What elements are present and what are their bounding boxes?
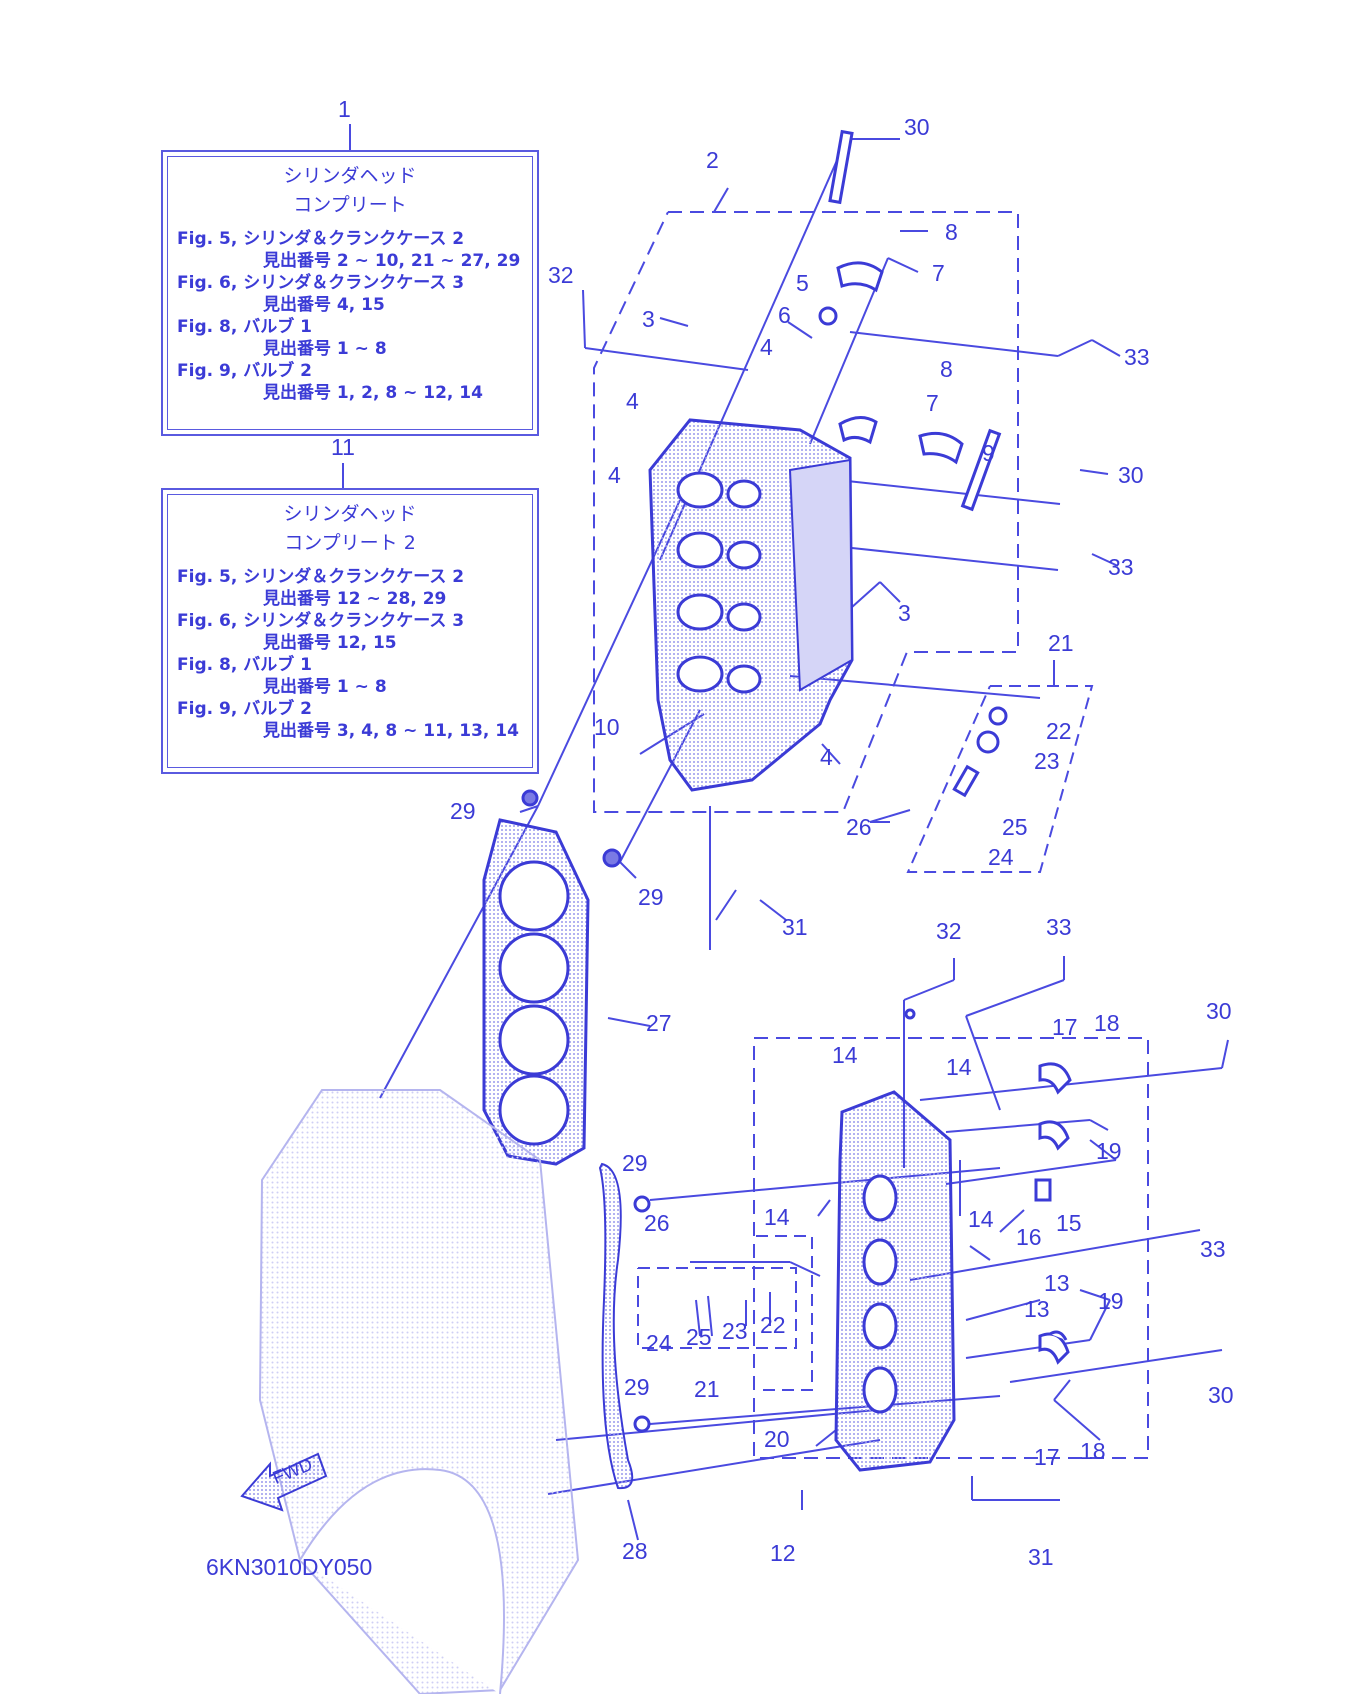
callout-label: 7: [926, 390, 939, 416]
group-boundary-12: [753, 1037, 1149, 1459]
callout-box1-number: 1: [338, 96, 351, 122]
callout-label: 14: [764, 1204, 790, 1230]
box11-title-line2: コンプリート 2: [284, 532, 416, 554]
callout-label: 23: [1034, 748, 1060, 774]
callout-label: 17: [1052, 1014, 1078, 1040]
callout-label: 29: [450, 798, 476, 824]
box11-ref-items: 見出番号 1 ~ 8: [263, 677, 387, 697]
box1-title-line1: シリンダヘッド: [283, 165, 417, 187]
callout-label: 3: [898, 600, 911, 626]
box11-ref-fig: Fig. 5, シリンダ＆クランクケース 2: [177, 567, 465, 587]
info-box-head-complete-2: シリンダヘッド コンプリート 2 Fig. 5, シリンダ＆クランクケース 2 …: [161, 488, 539, 774]
callout-label: 14: [832, 1042, 858, 1068]
box11-ref-items: 見出番号 12 ~ 28, 29: [263, 589, 447, 609]
callout-label: 7: [932, 260, 945, 286]
callout-label: 14: [946, 1054, 972, 1080]
callout-label: 9: [982, 440, 995, 466]
group-boundary-21: [906, 685, 1094, 873]
callout-label: 31: [1028, 1544, 1054, 1570]
callout-label: 19: [1096, 1138, 1122, 1164]
box1-ref-items: 見出番号 1, 2, 8 ~ 12, 14: [263, 383, 483, 403]
diagram-code: 6KN3010DY050: [206, 1554, 373, 1580]
group-boundary-2: [593, 211, 1019, 813]
callout-label: 22: [760, 1312, 786, 1338]
cylinder-head-lower: [834, 1062, 1072, 1472]
head-gasket-27: [482, 818, 590, 1166]
callout-label: 20: [764, 1426, 790, 1452]
callout-label: 4: [820, 744, 833, 770]
callout-label: 30: [1206, 998, 1232, 1024]
callout-label: 13: [1024, 1296, 1050, 1322]
info-box-head-complete: シリンダヘッド コンプリート Fig. 5, シリンダ＆クランクケース 2 見出…: [161, 150, 539, 436]
callout-label: 18: [1080, 1438, 1106, 1464]
callout-label: 32: [936, 918, 962, 944]
box11-ref-fig: Fig. 9, バルブ 2: [177, 699, 312, 719]
box11-ref-items: 見出番号 12, 15: [263, 633, 397, 653]
box11-ref-fig: Fig. 8, バルブ 1: [177, 655, 312, 675]
callout-label: 24: [646, 1330, 672, 1356]
callout-label: 30: [1208, 1382, 1234, 1408]
callout-label: 8: [945, 219, 958, 245]
callout-label: 4: [760, 334, 773, 360]
box11-ref-items: 見出番号 3, 4, 8 ~ 11, 13, 14: [263, 721, 519, 741]
callout-label: 21: [1048, 630, 1074, 656]
callout-label: 4: [626, 388, 639, 414]
callout-label: 14: [968, 1206, 994, 1232]
callout-label: 16: [1016, 1224, 1042, 1250]
callout-label: 26: [846, 814, 872, 840]
fwd-arrow-icon: [240, 1452, 328, 1512]
box1-ref-fig: Fig. 9, バルブ 2: [177, 361, 312, 381]
callout-label: 5: [796, 270, 809, 296]
callout-label: 2: [706, 147, 719, 173]
callout-label: 27: [646, 1010, 672, 1036]
box11-ref-fig: Fig. 6, シリンダ＆クランクケース 3: [177, 611, 465, 631]
group-boundary-21-lower: [637, 1267, 797, 1349]
callout-label: 21: [694, 1376, 720, 1402]
callout-label: 33: [1124, 344, 1150, 370]
callout-label: 10: [594, 714, 620, 740]
callout-label: 31: [782, 914, 808, 940]
box1-ref-items: 見出番号 4, 15: [263, 295, 385, 315]
callout-label: 24: [988, 844, 1014, 870]
callout-label: 22: [1046, 718, 1072, 744]
callout-label: 19: [1098, 1288, 1124, 1314]
callout-label: 28: [622, 1538, 648, 1564]
callout-label: 17: [1034, 1444, 1060, 1470]
engine-block: [258, 1089, 580, 1694]
box1-ref-fig: Fig. 6, シリンダ＆クランクケース 3: [177, 273, 465, 293]
callout-label: 12: [770, 1540, 796, 1566]
box1-ref-fig: Fig. 5, シリンダ＆クランクケース 2: [177, 229, 465, 249]
callout-label: 6: [778, 302, 791, 328]
cylinder-head-upper: [648, 418, 854, 792]
box1-ref-fig: Fig. 8, バルブ 1: [177, 317, 312, 337]
callout-label: 29: [622, 1150, 648, 1176]
callout-label: 8: [940, 356, 953, 382]
callout-label: 29: [638, 884, 664, 910]
head-gasket-28: [598, 1162, 634, 1490]
callout-label: 13: [1044, 1270, 1070, 1296]
callout-label: 26: [644, 1210, 670, 1236]
callout-label: 30: [904, 114, 930, 140]
callout-label: 15: [1056, 1210, 1082, 1236]
box1-title-line2: コンプリート: [293, 194, 407, 216]
callout-label: 25: [1002, 814, 1028, 840]
callout-label: 4: [608, 462, 621, 488]
callout-label: 33: [1200, 1236, 1226, 1262]
callout-label: 25: [686, 1324, 712, 1350]
callout-label: 23: [722, 1318, 748, 1344]
box1-ref-items: 見出番号 1 ~ 8: [263, 339, 387, 359]
callout-label: 32: [548, 262, 574, 288]
callout-box11-number: 11: [331, 434, 355, 460]
callout-label: 30: [1118, 462, 1144, 488]
box1-ref-items: 見出番号 2 ~ 10, 21 ~ 27, 29: [263, 251, 521, 271]
callout-label: 3: [642, 306, 655, 332]
callout-label: 18: [1094, 1010, 1120, 1036]
callout-label: 29: [624, 1374, 650, 1400]
callout-label: 33: [1108, 554, 1134, 580]
callout-label: 33: [1046, 914, 1072, 940]
box11-title-line1: シリンダヘッド: [283, 503, 417, 525]
